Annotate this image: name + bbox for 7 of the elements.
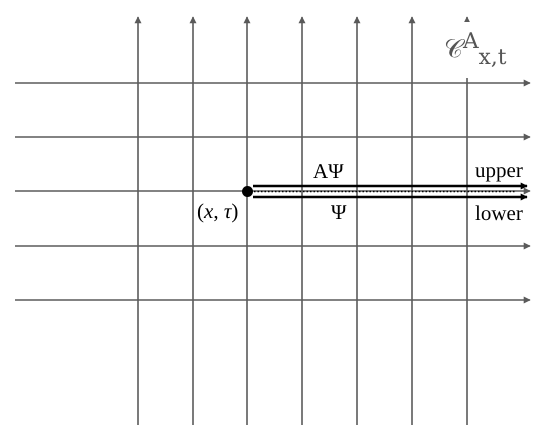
point-label: (x, τ) bbox=[196, 200, 240, 222]
arrow bbox=[253, 182, 528, 190]
arrow bbox=[253, 194, 528, 200]
point-dot bbox=[242, 186, 253, 197]
end-label: upper bbox=[474, 159, 524, 181]
dotted-line bbox=[254, 190, 515, 192]
end-label: lower bbox=[474, 202, 524, 224]
